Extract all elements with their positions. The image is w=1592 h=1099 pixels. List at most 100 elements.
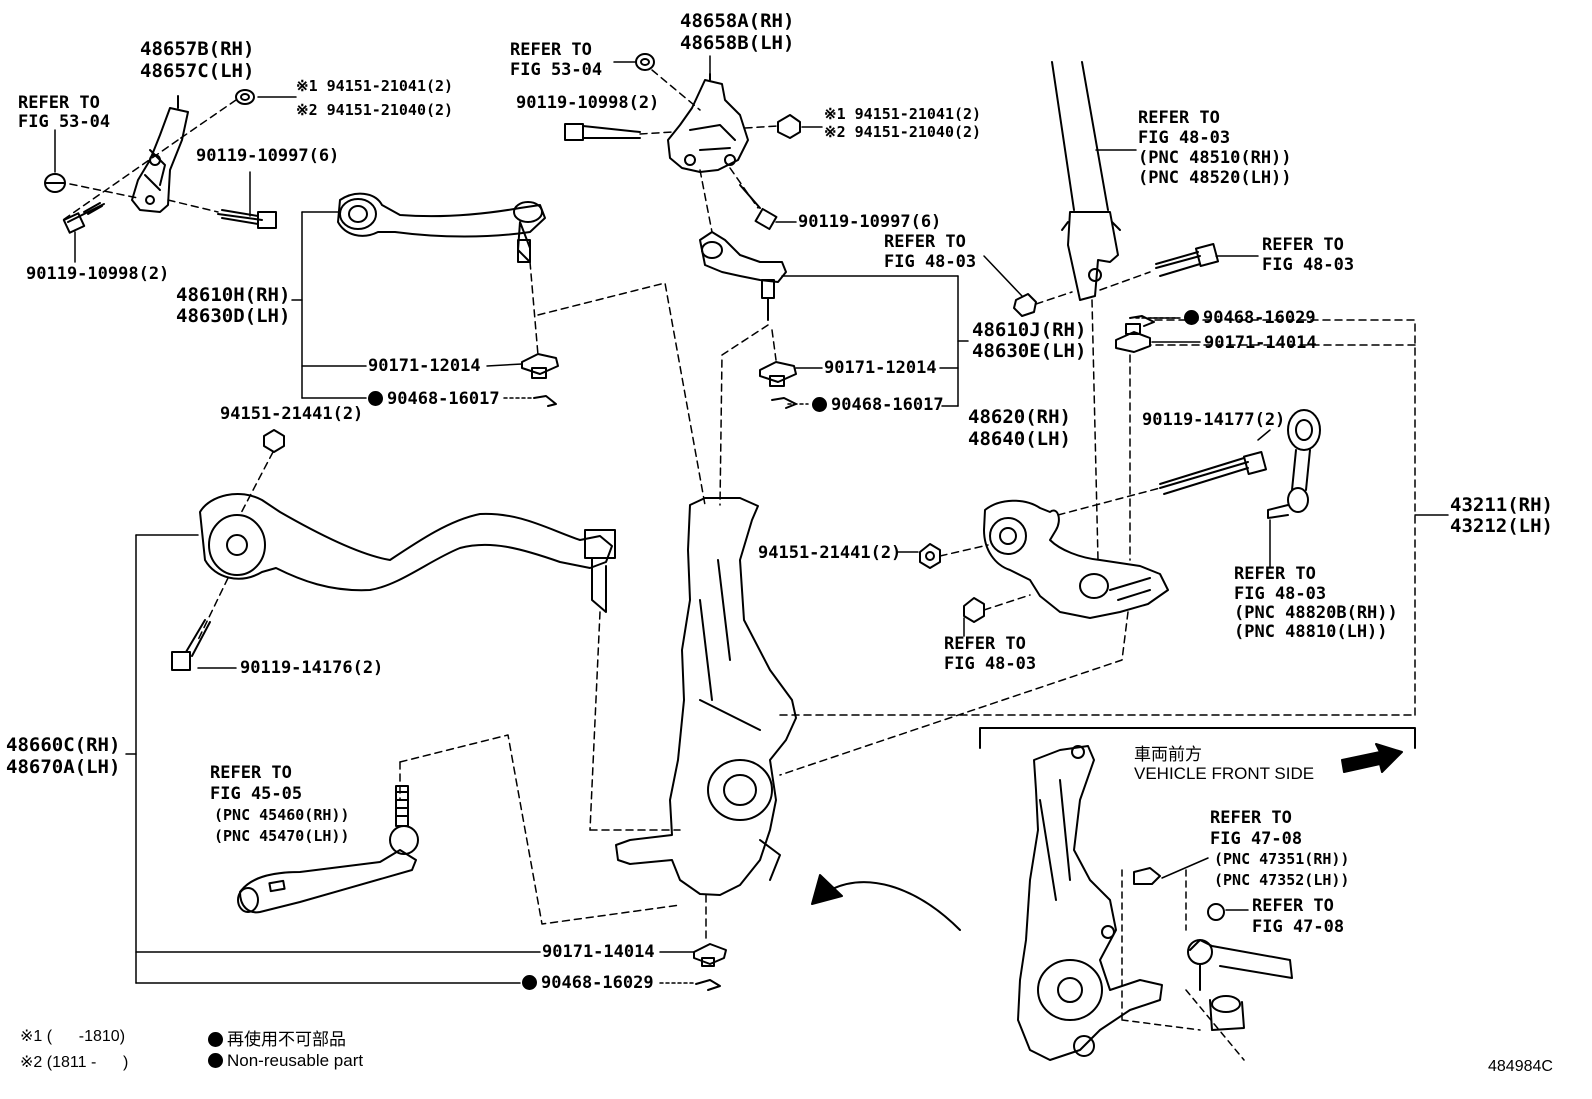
bolt-90119-10997-b-label: 90119-10997(6)	[798, 212, 942, 232]
refer-4803-b-line1: REFER TO	[1138, 108, 1220, 128]
refer-4803-e-line2: FIG 48-03	[1234, 584, 1327, 604]
pin-90468-16017-a-label: 90468-16017	[368, 389, 500, 409]
part-48658a-rh-label: 48658A(RH)	[680, 10, 795, 32]
part-48658b-lh-label: 48658B(LH)	[680, 32, 795, 54]
bolt-strut	[1155, 242, 1220, 277]
refer-4803-b-line3: (PNC 48510(RH))	[1138, 148, 1292, 168]
refer-4803-a-line1: REFER TO	[884, 232, 966, 252]
cotter-pin-d	[695, 979, 721, 991]
refer-4708-a-line3: (PNC 47351(RH))	[1214, 850, 1350, 868]
refer-4803-d-line1: REFER TO	[944, 634, 1026, 654]
non-reusable-dot	[522, 975, 537, 990]
part-48610j-rh-label: 48610J(RH)	[972, 319, 1087, 341]
nut-refer-5304-right	[635, 53, 655, 71]
refer-4708-a-line2: FIG 47-08	[1210, 829, 1303, 849]
part-48620-rh-label: 48620(RH)	[968, 406, 1071, 428]
inset-frame	[979, 727, 1416, 749]
bolt-right-10998	[564, 123, 641, 141]
non-reusable-dot	[812, 397, 827, 412]
non-reusable-dot	[1184, 310, 1199, 325]
refer-4505-line2: FIG 45-05	[210, 784, 303, 804]
nut-lower-rear-a	[919, 543, 941, 569]
refer-4803-d-line2: FIG 48-03	[944, 654, 1037, 674]
bolt-lower-rear	[1159, 450, 1268, 495]
nut-lower-rear-b	[963, 597, 985, 623]
nut-94151-21041-b-label: ※1 94151-21041(2)	[824, 105, 982, 123]
nut-90171-12014-a-label: 90171-12014	[368, 356, 481, 376]
refer-4505-line3: (PNC 45460(RH))	[214, 806, 350, 824]
castle-nut-a	[521, 353, 559, 379]
refer-4803-b-line2: FIG 48-03	[1138, 128, 1231, 148]
non-reusable-dot	[368, 391, 383, 406]
upper-arm-bracket-left	[131, 95, 189, 213]
flange-nut-small-a	[235, 89, 255, 105]
part-48657-rh-label: 48657B(RH)	[140, 38, 255, 60]
nut-lower-front	[263, 429, 285, 453]
legend-note1: ※1 ( -1810)	[20, 1028, 126, 1045]
refer-4803-b-line4: (PNC 48520(LH))	[1138, 168, 1292, 188]
nut-refer-5304-left	[44, 173, 66, 193]
part-48640-lh-label: 48640(LH)	[968, 428, 1071, 450]
non-reusable-dot	[208, 1032, 223, 1047]
refer-4505-line1: REFER TO	[210, 763, 292, 783]
bolt-left-10998	[62, 202, 105, 234]
upper-arm-bracket-right	[667, 73, 749, 173]
nut-94151-21040-b-label: ※2 94151-21040(2)	[824, 123, 982, 141]
nut-94151-21441-a-label: 94151-21441(2)	[220, 404, 364, 424]
part-48670a-lh-label: 48670A(LH)	[6, 756, 121, 778]
upper-arm-right	[699, 231, 787, 321]
lower-arm-front	[199, 493, 616, 613]
part-48630e-lh-label: 48630E(LH)	[972, 340, 1087, 362]
upper-arm-left	[337, 192, 546, 263]
vehicle-front-en: VEHICLE FRONT SIDE	[1134, 764, 1315, 783]
lower-arm-rear	[983, 499, 1169, 619]
refer-4803-e-line4: (PNC 48810(LH))	[1234, 622, 1388, 642]
bolt-lower-front	[171, 619, 211, 671]
cotter-pin-b	[771, 397, 797, 409]
pin-90468-16029-b-label: 90468-16029	[522, 973, 654, 993]
legend-note2: ※2 (1811 - )	[20, 1054, 129, 1071]
steering-knuckle	[615, 497, 797, 896]
refer-4708-a-line1: REFER TO	[1210, 808, 1292, 828]
bolt-right-10997	[739, 184, 778, 231]
refer-4803-a-line2: FIG 48-03	[884, 252, 977, 272]
nut-90171-12014-b-label: 90171-12014	[824, 358, 937, 378]
refer-4708-b-line2: FIG 47-08	[1252, 917, 1345, 937]
part-48610h-rh-label: 48610H(RH)	[176, 284, 291, 306]
nut-94151-21441-b-label: 94151-21441(2)	[758, 543, 902, 563]
flange-nut-strut	[1013, 293, 1037, 317]
bolt-90119-10998-a-label: 90119-10998(2)	[26, 264, 170, 284]
castle-nut-c	[1115, 323, 1151, 353]
nut-90171-14014-a-label: 90171-14014	[1204, 333, 1317, 353]
bolt-left-10997	[217, 209, 277, 229]
part-43211-rh-label: 43211(RH)	[1450, 494, 1553, 516]
refer-4505-line4: (PNC 45470(LH))	[214, 827, 350, 845]
bolt-90119-10997-a-label: 90119-10997(6)	[196, 146, 340, 166]
figure-id: 484984C	[1488, 1058, 1553, 1075]
nut-90171-14014-b-label: 90171-14014	[542, 942, 655, 962]
refer-4708-a-line4: (PNC 47352(LH))	[1214, 871, 1350, 889]
legend-nonreusable-jp: 再使用不可部品	[208, 1025, 346, 1050]
refer-5304-b-line2: FIG 53-04	[510, 60, 603, 80]
refer-5304-a-line2: FIG 53-04	[18, 112, 111, 132]
nut-94151-21041-a-label: ※1 94151-21041(2)	[296, 77, 454, 95]
bolt-90119-14177-label: 90119-14177(2)	[1142, 410, 1286, 430]
refer-4708-b-line1: REFER TO	[1252, 896, 1334, 916]
part-43212-lh-label: 43212(LH)	[1450, 515, 1553, 537]
refer-4803-e-line3: (PNC 48820B(RH))	[1234, 603, 1398, 623]
shock-absorber-rod	[1051, 61, 1121, 301]
tie-rod-end	[237, 785, 419, 914]
castle-nut-d	[693, 943, 727, 967]
legend-nonreusable-en: Non-reusable part	[208, 1051, 363, 1071]
part-48660c-rh-label: 48660C(RH)	[6, 734, 121, 756]
vehicle-front-arrow	[1341, 743, 1403, 773]
refer-4803-c-line1: REFER TO	[1262, 235, 1344, 255]
refer-4803-c-line2: FIG 48-03	[1262, 255, 1355, 275]
nut-right-94151	[777, 114, 801, 139]
cotter-pin-a	[533, 395, 557, 407]
castle-nut-b	[759, 361, 797, 387]
pin-90468-16029-a-label: 90468-16029	[1184, 308, 1316, 328]
refer-5304-a-line1: REFER TO	[18, 93, 100, 113]
refer-5304-b-line1: REFER TO	[510, 40, 592, 60]
pin-90468-16017-b-label: 90468-16017	[812, 395, 944, 415]
